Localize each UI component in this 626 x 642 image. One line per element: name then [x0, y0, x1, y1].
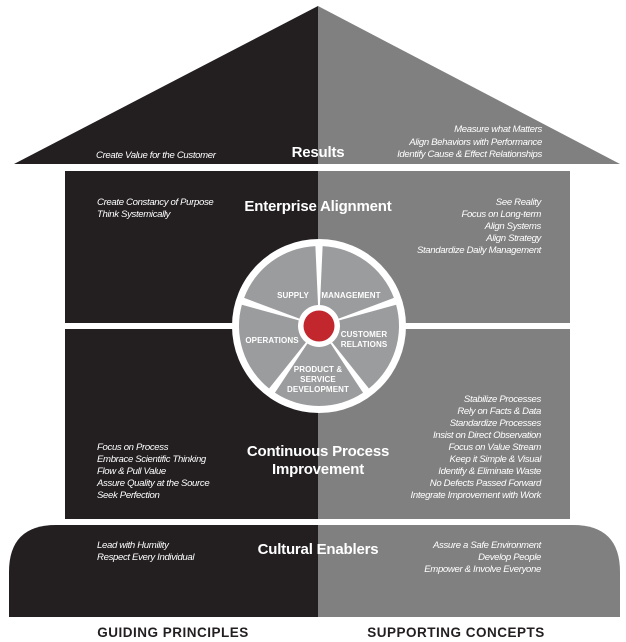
wheel-segment-operations: [239, 304, 306, 389]
wheel-label-management: MANAGEMENT: [321, 291, 380, 300]
cultural-enablers-title: Cultural Enablers: [258, 541, 379, 558]
concept-item: Empower & Involve Everyone: [424, 564, 541, 575]
principle-item: Embrace Scientific Thinking: [97, 454, 207, 465]
concept-item: Assure a Safe Environment: [432, 540, 542, 551]
concept-item: Align Systems: [484, 221, 542, 232]
concept-item: Rely on Facts & Data: [457, 406, 541, 417]
concept-item: Standardize Processes: [450, 418, 542, 429]
principle-item: Create Value for the Customer: [96, 150, 217, 161]
wheel-segment-product-service-development: [274, 343, 364, 407]
concept-item: Standardize Daily Management: [417, 245, 542, 256]
wheel-segment-management: [319, 246, 394, 319]
principle-item: Lead with Humility: [97, 540, 170, 551]
ea-principles-list: Create Constancy of Purpose Think System…: [97, 197, 214, 220]
concept-item: See Reality: [496, 197, 543, 208]
concept-item: Align Behaviors with Performance: [408, 137, 542, 148]
concept-item: Identify Cause & Effect Relationships: [397, 149, 542, 160]
wheel-segments: [239, 246, 399, 407]
roof-concepts-list: Measure what Matters Align Behaviors wit…: [397, 124, 543, 160]
concept-item: Focus on Value Stream: [448, 442, 541, 453]
concept-item: Keep it Simple & Visual: [450, 454, 543, 465]
cpi-principles-list: Focus on Process Embrace Scientific Thin…: [96, 442, 210, 501]
concept-item: Insist on Direct Observation: [433, 430, 541, 441]
wheel-center-hub: [303, 310, 335, 342]
principle-item: Focus on Process: [97, 442, 169, 453]
ce-principles-half: [9, 525, 318, 617]
concept-item: No Defects Passed Forward: [430, 478, 542, 489]
roof-concepts-half: [318, 6, 620, 164]
supporting-concepts-label: SUPPORTING CONCEPTS: [367, 625, 545, 640]
ce-concepts-half: [318, 525, 620, 617]
roof-principles-half: [14, 6, 318, 164]
concept-item: Measure what Matters: [454, 124, 542, 135]
concept-item: Identify & Eliminate Waste: [438, 466, 541, 477]
cultural-enablers-section: Cultural Enablers Lead with Humility Res…: [9, 525, 620, 617]
roof-results: Results Create Value for the Customer Me…: [14, 6, 620, 164]
guiding-principles-label: GUIDING PRINCIPLES: [97, 625, 249, 640]
ce-concepts-list: Assure a Safe Environment Develop People…: [424, 540, 542, 575]
concept-item: Stabilize Processes: [464, 394, 542, 405]
principle-item: Seek Perfection: [97, 490, 159, 501]
ce-principles-list: Lead with Humility Respect Every Individ…: [97, 540, 196, 563]
principle-item: Respect Every Individual: [97, 552, 195, 563]
results-title: Results: [292, 144, 345, 161]
ea-concepts-list: See Reality Focus on Long-term Align Sys…: [417, 197, 543, 256]
wheel-segment-customer-relations: [332, 304, 399, 389]
continuous-improvement-section: Continuous Process Improvement Focus on …: [65, 329, 570, 519]
concept-item: Focus on Long-term: [461, 209, 541, 220]
principle-item: Flow & Pull Value: [97, 466, 166, 477]
concept-item: Align Strategy: [485, 233, 542, 244]
concept-item: Integrate Improvement with Work: [411, 490, 543, 501]
wheel-label-supply: SUPPLY: [277, 291, 309, 300]
principle-item: Create Constancy of Purpose: [97, 197, 213, 208]
continuous-improvement-title-line2: Improvement: [272, 461, 364, 478]
wheel-segment-supply: [244, 246, 319, 319]
principle-item: Think Systemically: [97, 209, 172, 220]
continuous-improvement-title-line1: Continuous Process: [247, 443, 389, 460]
enterprise-alignment-title: Enterprise Alignment: [244, 198, 391, 215]
roof-principles-list: Create Value for the Customer: [96, 150, 217, 161]
cpi-concepts-list: Stabilize Processes Rely on Facts & Data…: [411, 394, 543, 501]
principle-item: Assure Quality at the Source: [96, 478, 209, 489]
wheel-label-operations: OPERATIONS: [245, 336, 299, 345]
concept-item: Develop People: [478, 552, 541, 563]
